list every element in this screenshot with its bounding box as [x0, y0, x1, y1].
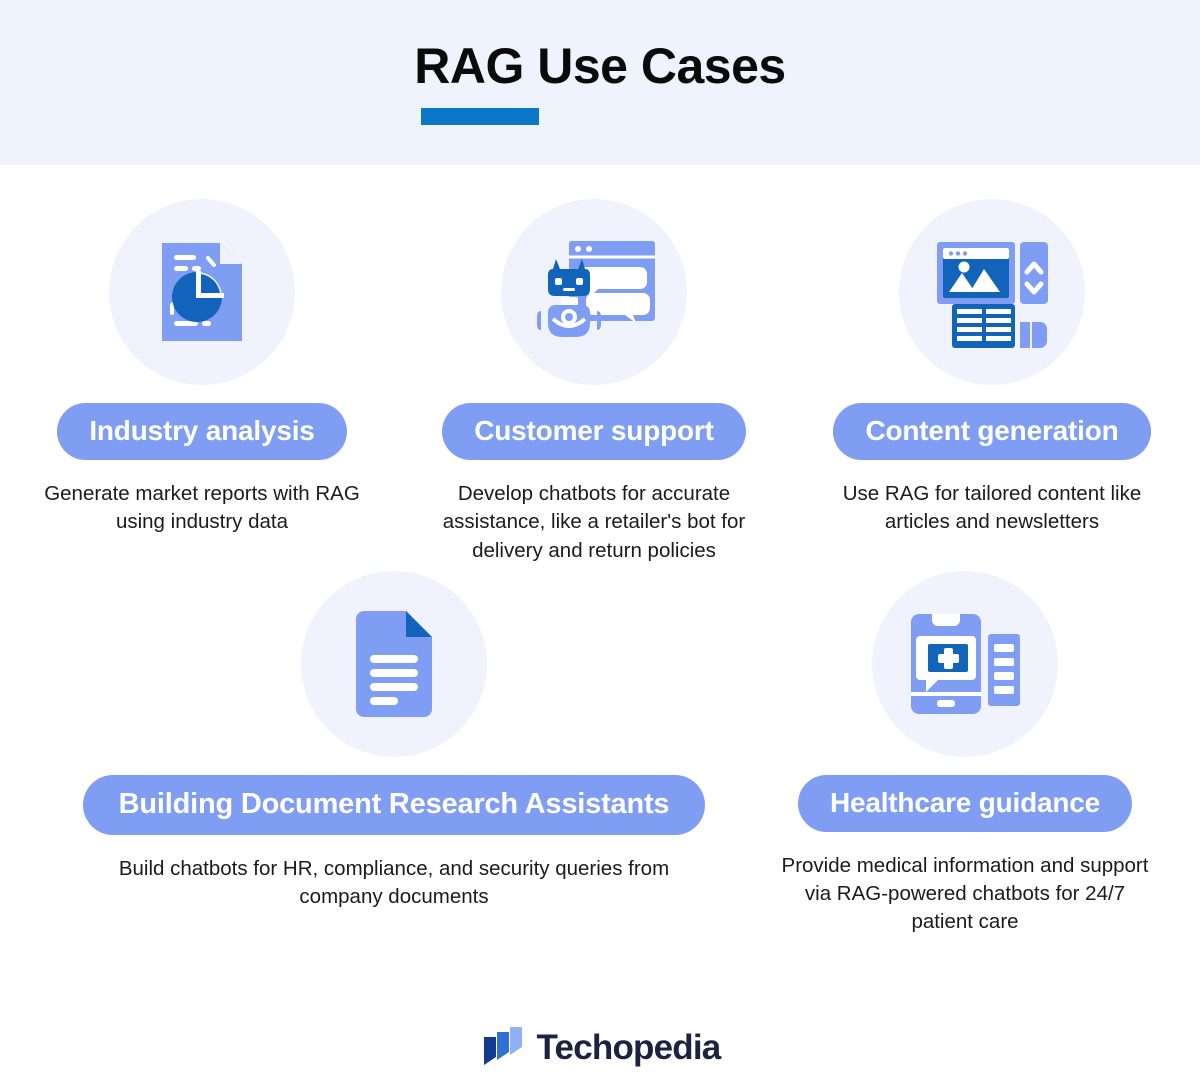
page-title: RAG Use Cases: [414, 37, 786, 94]
use-case-card-document-research-assistants: Building Document Research Assistants Bu…: [29, 570, 759, 912]
content-layout-icon: [899, 199, 1085, 385]
use-case-card-industry-analysis: Industry analysis Generate market report…: [8, 199, 396, 537]
chatbot-window-icon: [501, 199, 687, 385]
use-case-label-customer-support[interactable]: Customer support: [442, 403, 746, 461]
use-case-label-document-research-assistants[interactable]: Building Document Research Assistants: [82, 774, 706, 836]
use-case-board: Industry analysis Generate market report…: [0, 165, 1200, 936]
use-case-label-healthcare-guidance[interactable]: Healthcare guidance: [797, 774, 1133, 833]
use-case-card-healthcare-guidance: Healthcare guidance Provide medical info…: [759, 570, 1171, 937]
title-underline-accent: [421, 107, 539, 125]
use-case-description-content-generation: Use RAG for tailored content like articl…: [842, 482, 1142, 534]
use-case-description-industry-analysis: Generate market reports with RAG using i…: [44, 482, 360, 534]
use-case-description-customer-support: Develop chatbots for accurate assistance…: [442, 482, 746, 562]
use-case-row-1: Industry analysis Generate market report…: [0, 199, 1200, 565]
document-lines-icon: [301, 570, 487, 757]
use-case-label-content-generation[interactable]: Content generation: [833, 403, 1151, 461]
use-case-description-document-research-assistants: Build chatbots for HR, compliance, and s…: [118, 857, 670, 909]
use-case-card-content-generation: Content generation Use RAG for tailored …: [792, 199, 1192, 537]
techopedia-logo-icon: [480, 1025, 524, 1070]
use-case-description-healthcare-guidance: Provide medical information and support …: [781, 854, 1149, 934]
document-pie-chart-icon: [109, 199, 295, 385]
header-band: RAG Use Cases: [0, 0, 1200, 165]
use-case-row-2: Building Document Research Assistants Bu…: [0, 565, 1200, 937]
brand-name: Techopedia: [536, 1028, 722, 1067]
mobile-medical-chat-icon: [872, 570, 1058, 757]
footer-branding: Techopedia: [0, 1025, 1200, 1070]
use-case-card-customer-support: Customer support Develop chatbots for ac…: [396, 199, 792, 565]
use-case-label-industry-analysis[interactable]: Industry analysis: [57, 403, 347, 461]
